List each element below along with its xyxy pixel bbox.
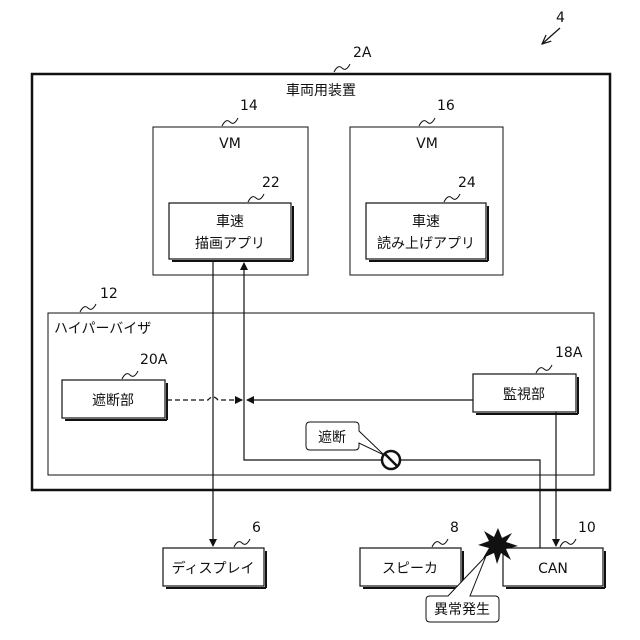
vm2-ref-label: 16 [437, 98, 455, 114]
speaker-label: スピーカ [382, 561, 438, 577]
app22-ref-leader [248, 194, 264, 202]
display-ref-leader [234, 539, 250, 547]
figure-ref-arrow [542, 28, 560, 44]
app24-ref-label: 24 [458, 175, 476, 191]
can-label: CAN [538, 561, 568, 577]
blocker-ref-label: 20A [140, 352, 168, 368]
hypervisor-ref-label: 12 [100, 286, 118, 302]
vm1-ref-label: 14 [240, 98, 258, 114]
vm1-ref-leader [222, 118, 238, 126]
block-callout-label: 遮断 [318, 430, 346, 446]
can-ref-leader [560, 539, 576, 547]
can-ref-label: 10 [578, 520, 596, 536]
speed-draw-app-line2: 描画アプリ [195, 236, 265, 252]
display-ref-label: 6 [252, 520, 261, 536]
vm2-title: VM [416, 136, 438, 152]
anomaly-label: 異常発生 [434, 602, 490, 618]
app24-ref-leader [444, 194, 460, 202]
vm1-title: VM [219, 136, 241, 152]
device-ref-leader [334, 64, 350, 72]
speed-read-app-line1: 車速 [412, 213, 440, 230]
blocker-ref-leader [122, 371, 138, 379]
app22-ref-label: 22 [262, 175, 280, 191]
monitor-ref-leader [536, 365, 552, 373]
display-label: ディスプレイ [171, 560, 254, 577]
hypervisor-title: ハイパーバイザ [54, 321, 151, 337]
speed-read-app-line2: 読み上げアプリ [377, 235, 475, 252]
monitor-ref-label: 18A [555, 345, 583, 361]
monitor-label: 監視部 [503, 386, 545, 403]
blocker-label: 遮断部 [92, 393, 134, 409]
device-title: 車両用装置 [286, 82, 356, 99]
speaker-ref-label: 8 [450, 520, 459, 536]
speed-draw-app-line1: 車速 [216, 213, 244, 230]
device-ref-label: 2A [353, 45, 372, 61]
figure-ref-label: 4 [556, 10, 565, 26]
blocker-dashed-line [167, 397, 242, 400]
hypervisor-ref-leader [80, 304, 96, 312]
speaker-ref-leader [432, 539, 448, 547]
vm2-ref-leader [419, 118, 435, 126]
